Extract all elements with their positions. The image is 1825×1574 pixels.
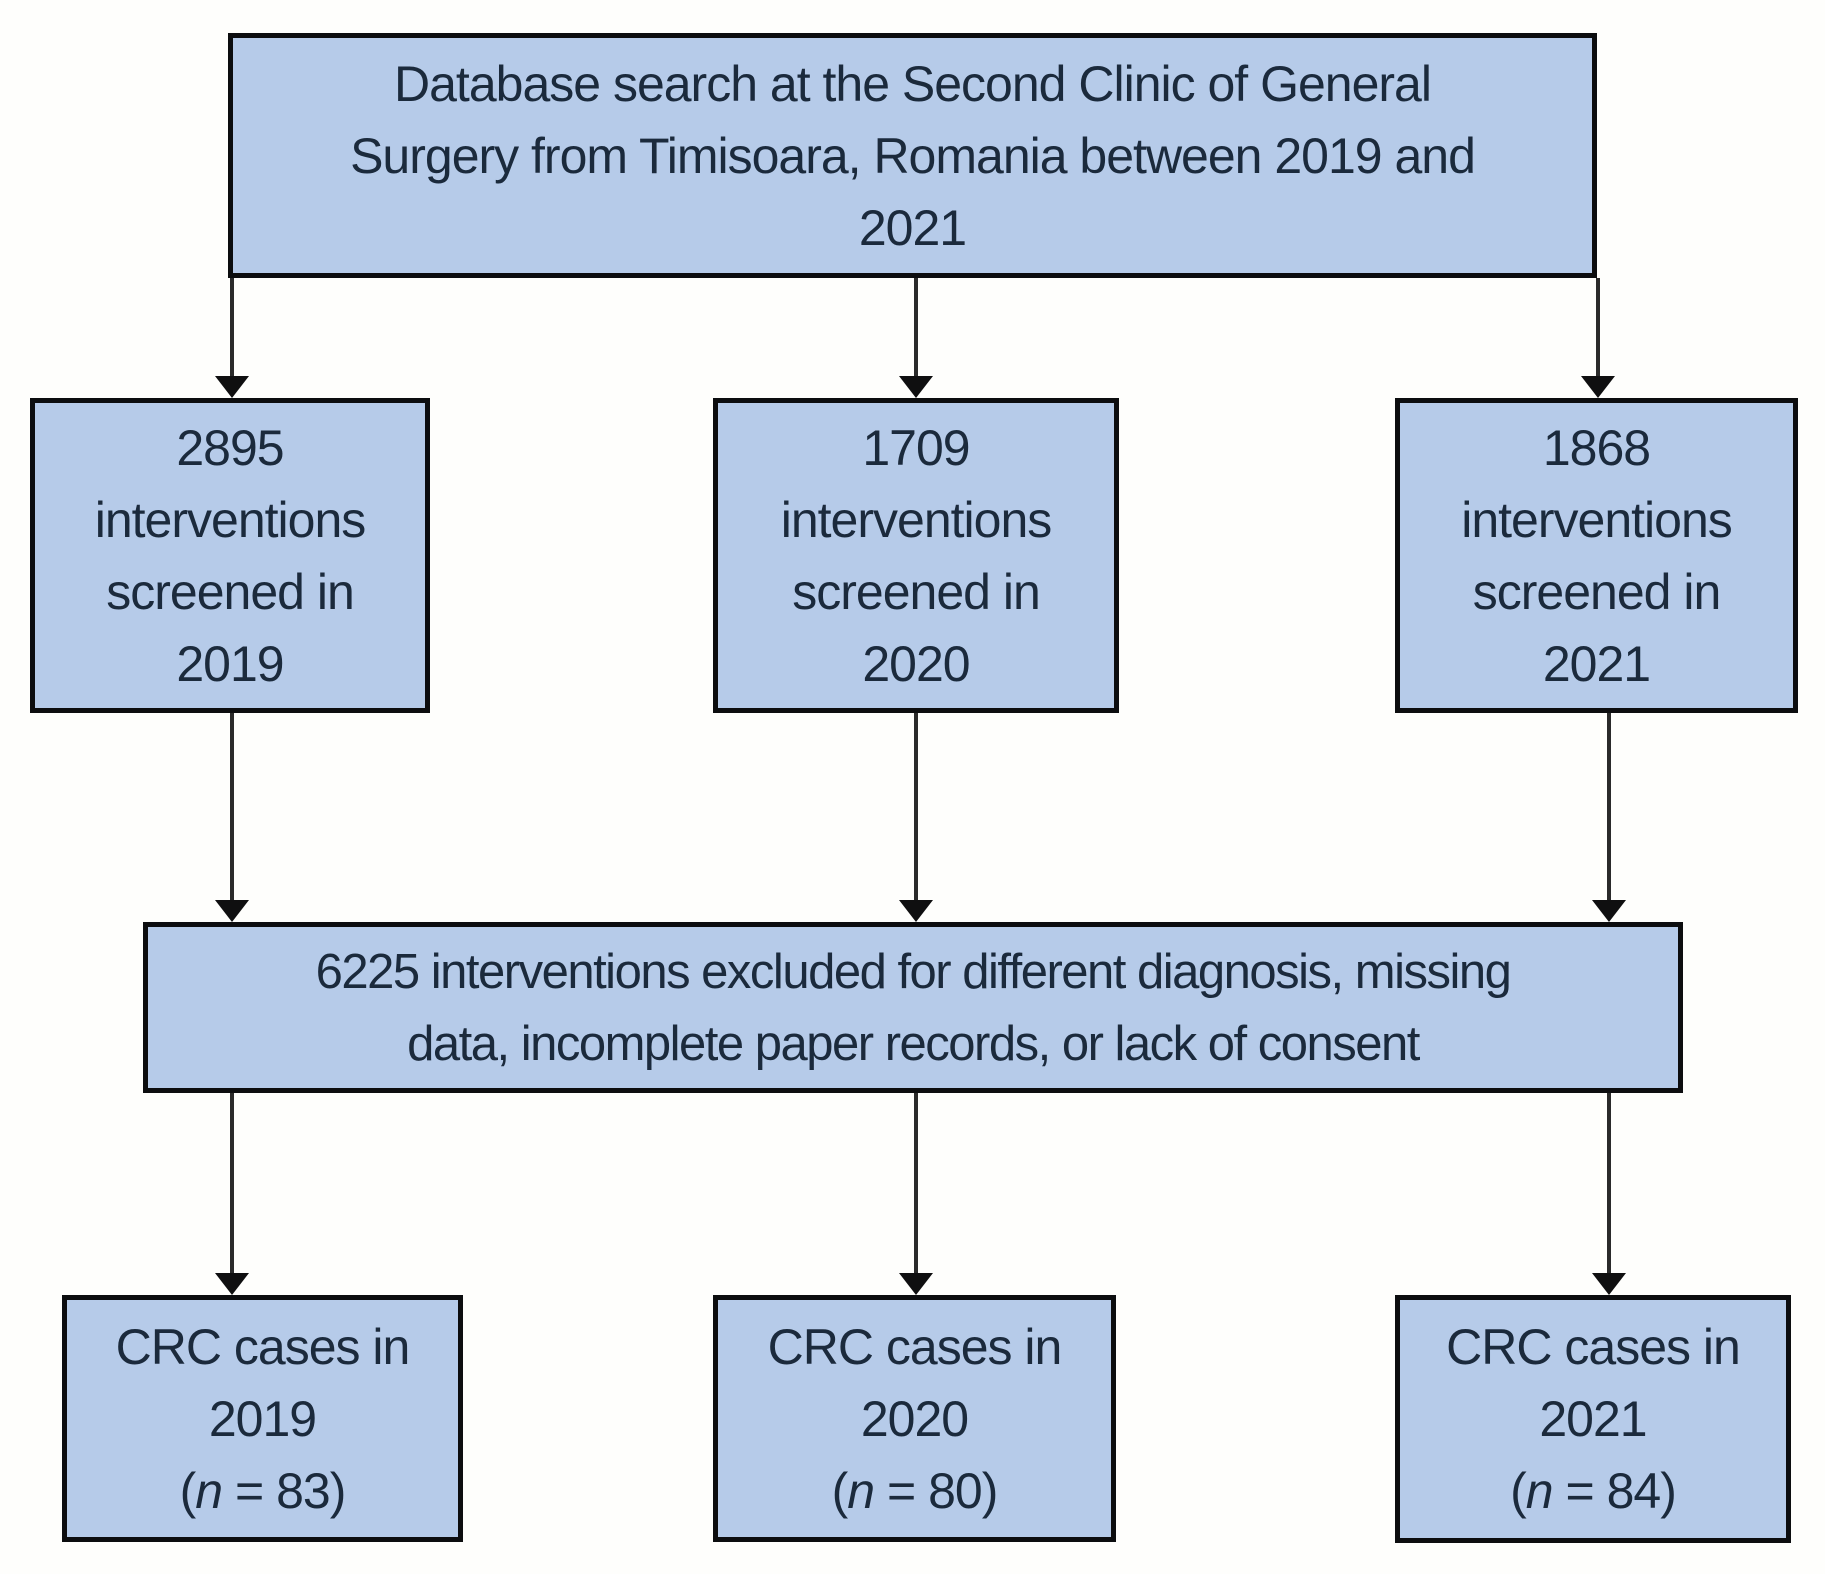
crc-title: CRC cases in bbox=[767, 1318, 1063, 1375]
database-search-line-3: 2021 bbox=[858, 199, 967, 256]
database-search-line-2: Surgery from Timisoara, Romania between … bbox=[350, 127, 1476, 184]
arrow-stem bbox=[1607, 1093, 1611, 1275]
crc-title: CRC cases in bbox=[115, 1318, 411, 1375]
screened-phrase: screened in bbox=[1472, 563, 1721, 620]
crc-2019-box: CRC cases in 2019 (n = 83) bbox=[62, 1295, 463, 1542]
arrow-head-icon bbox=[215, 376, 249, 398]
n-value: = 83) bbox=[222, 1462, 346, 1519]
n-open-paren: ( bbox=[1510, 1463, 1527, 1519]
arrow-excluded-to-crc-2021 bbox=[1592, 1093, 1626, 1295]
screened-2019-box: 2895 interventions screened in 2019 bbox=[30, 398, 430, 713]
crc-year: 2021 bbox=[1539, 1391, 1647, 1447]
arrow-head-icon bbox=[215, 900, 249, 922]
arrow-stem bbox=[230, 713, 234, 902]
arrow-head-icon bbox=[899, 900, 933, 922]
arrow-top-to-screened-2020 bbox=[899, 278, 933, 398]
screened-2021-box: 1868 interventions screened in 2021 bbox=[1395, 398, 1798, 713]
arrow-top-to-screened-2021 bbox=[1581, 278, 1615, 398]
arrow-stem bbox=[1607, 713, 1611, 902]
arrow-top-to-screened-2019 bbox=[215, 278, 249, 398]
n-variable: n bbox=[1525, 1463, 1554, 1519]
screened-word: interventions bbox=[94, 491, 366, 548]
arrow-head-icon bbox=[899, 376, 933, 398]
crc-n-line: (n = 83) bbox=[179, 1455, 347, 1527]
n-value: = 80) bbox=[874, 1462, 998, 1519]
screened-count: 2895 bbox=[176, 419, 284, 476]
screened-2020-box: 1709 interventions screened in 2020 bbox=[713, 398, 1119, 713]
n-value: = 84) bbox=[1552, 1463, 1677, 1519]
screened-phrase: screened in bbox=[106, 563, 354, 620]
arrow-screened-2021-to-excluded bbox=[1592, 713, 1626, 922]
arrow-head-icon bbox=[1592, 900, 1626, 922]
excluded-box: 6225 interventions excluded for differen… bbox=[143, 922, 1683, 1093]
screened-year: 2021 bbox=[1542, 635, 1651, 692]
n-variable: n bbox=[847, 1462, 875, 1519]
arrow-screened-2020-to-excluded bbox=[899, 713, 933, 922]
crc-n-line: (n = 84) bbox=[1510, 1455, 1677, 1527]
arrow-stem bbox=[230, 1093, 234, 1275]
screened-word: interventions bbox=[1461, 491, 1732, 548]
crc-2020-box: CRC cases in 2020 (n = 80) bbox=[713, 1295, 1116, 1542]
screened-year: 2020 bbox=[862, 635, 970, 692]
arrow-stem bbox=[914, 278, 918, 378]
crc-title: CRC cases in bbox=[1446, 1319, 1741, 1375]
n-variable: n bbox=[195, 1462, 223, 1519]
arrow-head-icon bbox=[1581, 376, 1615, 398]
crc-year: 2019 bbox=[208, 1390, 317, 1447]
crc-n-line: (n = 80) bbox=[831, 1455, 999, 1527]
database-search-box: Database search at the Second Clinic of … bbox=[228, 33, 1597, 278]
arrow-excluded-to-crc-2020 bbox=[899, 1093, 933, 1295]
crc-year: 2020 bbox=[860, 1390, 969, 1447]
screened-count: 1868 bbox=[1542, 419, 1651, 476]
screened-count: 1709 bbox=[862, 419, 970, 476]
arrow-stem bbox=[914, 1093, 918, 1275]
arrow-head-icon bbox=[1592, 1273, 1626, 1295]
crc-2021-box: CRC cases in 2021 (n = 84) bbox=[1395, 1295, 1791, 1543]
screened-word: interventions bbox=[780, 491, 1052, 548]
database-search-line-1: Database search at the Second Clinic of … bbox=[394, 55, 1432, 112]
arrow-stem bbox=[914, 713, 918, 902]
screened-year: 2019 bbox=[176, 635, 284, 692]
arrow-screened-2019-to-excluded bbox=[215, 713, 249, 922]
screened-phrase: screened in bbox=[792, 563, 1040, 620]
arrow-excluded-to-crc-2019 bbox=[215, 1093, 249, 1295]
arrow-stem bbox=[230, 278, 234, 378]
n-open-paren: ( bbox=[831, 1462, 849, 1519]
excluded-line-2: data, incomplete paper records, or lack … bbox=[407, 1016, 1420, 1071]
arrow-head-icon bbox=[215, 1273, 249, 1295]
arrow-head-icon bbox=[899, 1273, 933, 1295]
n-open-paren: ( bbox=[179, 1462, 197, 1519]
arrow-stem bbox=[1596, 278, 1600, 378]
excluded-line-1: 6225 interventions excluded for differen… bbox=[315, 944, 1512, 999]
